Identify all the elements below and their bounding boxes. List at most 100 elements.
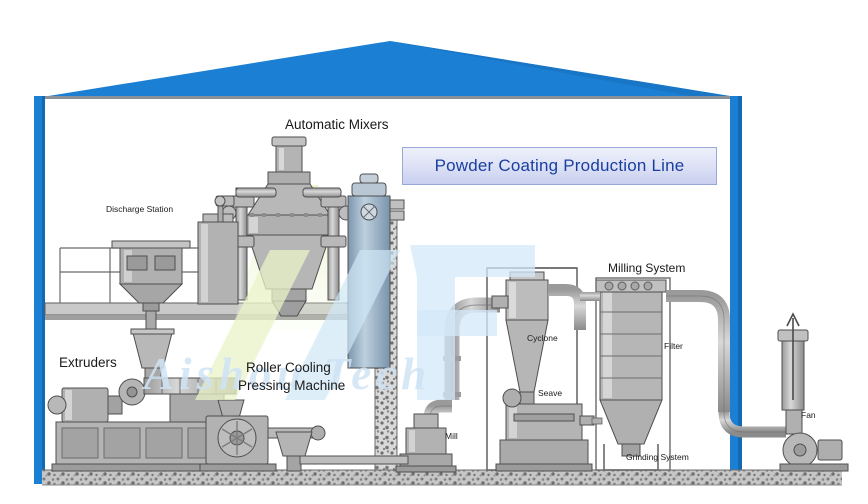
- discharge-top-plate: [111, 240, 191, 249]
- duct-top-run-edge: [666, 295, 725, 412]
- mill-machine: [299, 399, 457, 473]
- filter-hopper: [599, 399, 663, 445]
- label-grinding-system: Grinding System: [626, 452, 689, 462]
- press-belt-pulley: [310, 425, 326, 441]
- label-cyclone: Cyclone: [527, 333, 558, 343]
- mixer-discharge: [271, 288, 307, 302]
- cooling-tank-cap: [351, 182, 387, 197]
- mill-body-hl: [409, 430, 415, 452]
- filter-rotary-valve: [621, 443, 641, 457]
- seave-foot: [495, 463, 593, 472]
- mixer-mid-band: [244, 214, 334, 236]
- mixer-side-valve-assembly: [214, 195, 235, 223]
- press-roller-spokes: [221, 421, 253, 455]
- cyclone-inlet: [491, 295, 509, 309]
- roller-cooling-press-machine: [199, 399, 326, 472]
- mixer-gearbox: [267, 171, 311, 185]
- press-infeed-chute: [217, 399, 245, 419]
- cyclone-top-cap: [509, 271, 545, 281]
- fan-base: [779, 463, 849, 472]
- mixer-crosspipe-left: [235, 187, 277, 198]
- label-fan: Fan: [801, 410, 816, 420]
- cyclone-cylinder-hl: [509, 282, 516, 318]
- label-mill: Mill: [445, 431, 458, 441]
- seave-body-hl: [509, 406, 517, 438]
- extruder-coupling: [107, 395, 123, 415]
- left-wall-shade: [42, 96, 45, 484]
- extruder-motor-fan: [47, 395, 67, 415]
- discharge-outlet: [142, 302, 160, 312]
- duct-to-fan-base-edge: [723, 411, 786, 433]
- duct-filter-to-fan: [666, 290, 786, 438]
- milling-header-duct: [580, 292, 600, 301]
- automatic-mixer-machine: [197, 136, 354, 330]
- seave-body: [505, 403, 583, 441]
- riser-duct-flange-2: [443, 392, 461, 397]
- cooling-tank-vent: [359, 173, 379, 184]
- press-discharge-outlet: [286, 455, 302, 472]
- diagram-title: Powder Coating Production Line: [434, 156, 685, 175]
- extruder-motor-hl: [65, 390, 72, 420]
- mixer-aux-bin-hl: [201, 224, 208, 302]
- discharge-hopper-cone: [118, 283, 184, 304]
- fan-exhaust-unit: [777, 312, 849, 472]
- label-milling-system: Milling System: [608, 261, 686, 275]
- discharge-panel: [126, 255, 148, 271]
- milling-feed-duct: [580, 292, 600, 301]
- mixer-motor-hl: [279, 148, 284, 170]
- right-wall-shade: [738, 96, 742, 484]
- fan-stack-lower: [785, 409, 803, 435]
- left-wall: [34, 96, 45, 484]
- mill-top-head: [413, 413, 439, 429]
- extruder-barrel: [143, 377, 237, 395]
- cooling-tank-ctrl-2: [389, 210, 405, 221]
- cyclone-top-duct: [548, 284, 586, 330]
- press-base: [199, 463, 277, 472]
- duct-top-run: [666, 290, 730, 412]
- extruder-hopper-rim: [130, 328, 175, 335]
- airflow-arrow-icon: [786, 312, 800, 400]
- grinding-system-enclosure: [595, 277, 671, 471]
- label-roller-cooling-line2: Pressing Machine: [238, 378, 346, 393]
- cyclone-cone: [505, 319, 549, 393]
- fan-motor: [817, 439, 843, 461]
- seave-machine: [495, 388, 595, 472]
- roof-highlight: [390, 41, 742, 98]
- extruder-base-panels: [61, 427, 225, 459]
- mixer-mid-band-hl: [249, 217, 258, 233]
- mixer-right-valve-top: [320, 195, 347, 208]
- filter-baghouse: [595, 277, 671, 471]
- ground-strip: [42, 470, 842, 485]
- extruder-hopper: [132, 332, 173, 369]
- roof-shape: [36, 41, 742, 98]
- label-roller-cooling-line1: Roller Cooling: [246, 360, 331, 375]
- filter-housing-hl: [603, 292, 612, 398]
- filter-bands: [600, 311, 662, 379]
- label-automatic-mixers: Automatic Mixers: [285, 117, 389, 132]
- filter-pulse-valves: [604, 281, 653, 291]
- extruder-gear-hub: [126, 386, 138, 398]
- mixer-crosspipe-right: [302, 187, 342, 198]
- discharge-station-machine: [111, 240, 191, 334]
- cyclone-outlet: [519, 391, 535, 405]
- seave-to-filter-connector: [591, 417, 603, 425]
- seave-screen: [513, 413, 575, 422]
- label-seave: Seave: [538, 388, 563, 398]
- press-discharge-hopper: [275, 431, 313, 457]
- extruder-hopper-neck: [144, 367, 162, 379]
- mixer-right-valve-mid: [320, 235, 347, 248]
- label-discharge-station: Discharge Station: [106, 204, 174, 214]
- mixer-flange-bolts: [250, 213, 322, 217]
- diagram-title-box: Powder Coating Production Line: [402, 147, 717, 185]
- label-extruders: Extruders: [59, 355, 117, 370]
- riser-duct-path: [444, 297, 500, 400]
- roof-eave: [36, 96, 742, 99]
- mill-foot: [395, 465, 457, 473]
- cooling-tank-ctrl-1: [389, 199, 405, 210]
- cooling-tank-body: [347, 195, 391, 369]
- label-filter: Filter: [664, 341, 683, 351]
- discharge-panel2: [154, 255, 176, 271]
- seave-base: [499, 439, 589, 465]
